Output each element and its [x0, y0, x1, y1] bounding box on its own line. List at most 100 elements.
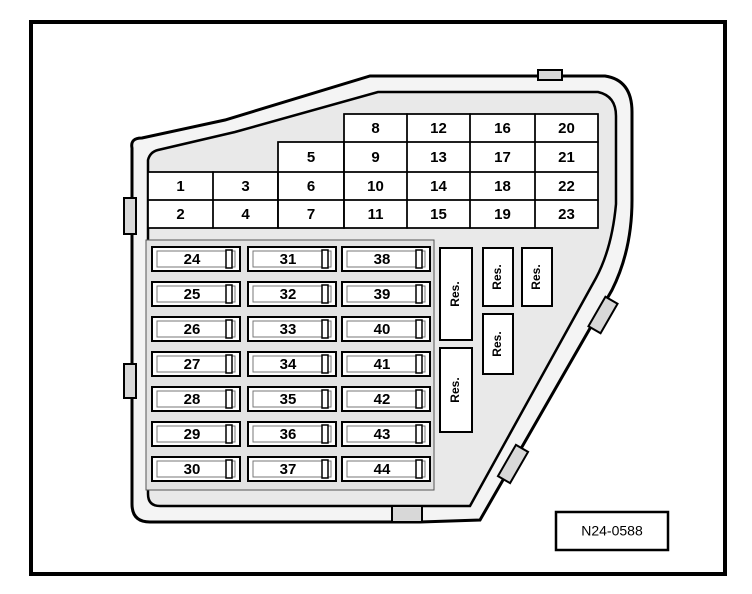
- small-fuse-number: 2: [176, 206, 184, 223]
- large-fuse-slot: 38: [341, 246, 431, 272]
- large-fuse-inner-outline: [156, 285, 236, 303]
- large-fuse-terminal: [321, 319, 329, 339]
- large-fuse-terminal: [225, 389, 233, 409]
- large-fuse-number: 32: [280, 286, 297, 303]
- small-fuse-number: 14: [430, 178, 447, 195]
- large-fuse-terminal: [415, 284, 423, 304]
- small-fuse-number: 18: [494, 178, 511, 195]
- large-fuse-inner-outline: [252, 320, 332, 338]
- small-fuse-number: 7: [307, 206, 315, 223]
- large-fuse-slot: 33: [247, 316, 337, 342]
- reserve-slot: Res.: [439, 247, 473, 341]
- reserve-label: Res.: [490, 264, 504, 289]
- large-fuse-inner-outline: [252, 460, 332, 478]
- large-fuse-inner-outline: [346, 355, 426, 373]
- reserve-slot: Res.: [521, 247, 553, 307]
- reserve-label: Res.: [448, 281, 462, 306]
- large-fuse-slot: 43: [341, 421, 431, 447]
- large-fuse-terminal: [225, 424, 233, 444]
- large-fuse-terminal: [321, 284, 329, 304]
- large-fuse-inner-outline: [252, 390, 332, 408]
- small-fuse-number: 3: [241, 178, 249, 195]
- large-fuse-inner-outline: [346, 320, 426, 338]
- large-fuse-number: 30: [184, 461, 201, 478]
- large-fuse-slot: 24: [151, 246, 241, 272]
- reference-code-box: [554, 510, 670, 552]
- small-fuse-number: 16: [494, 120, 511, 137]
- large-fuse-terminal: [321, 249, 329, 269]
- small-fuse-number: 22: [558, 178, 575, 195]
- reserve-slot: Res.: [439, 347, 473, 433]
- small-fuse-number: 5: [307, 149, 315, 166]
- large-fuse-number: 31: [280, 251, 297, 268]
- large-fuse-slot: 29: [151, 421, 241, 447]
- large-fuse-slot: 44: [341, 456, 431, 482]
- large-fuse-number: 26: [184, 321, 201, 338]
- large-fuse-slot: 36: [247, 421, 337, 447]
- large-fuse-number: 41: [374, 356, 391, 373]
- large-fuse-terminal: [321, 459, 329, 479]
- large-fuse-number: 39: [374, 286, 391, 303]
- large-fuse-inner-outline: [346, 460, 426, 478]
- large-fuse-terminal: [415, 389, 423, 409]
- large-fuse-inner-outline: [156, 250, 236, 268]
- large-fuse-terminal: [321, 389, 329, 409]
- large-fuse-inner-outline: [156, 355, 236, 373]
- small-fuse-number: 11: [368, 206, 384, 223]
- large-fuse-number: 29: [184, 426, 201, 443]
- large-fuse-terminal: [415, 319, 423, 339]
- figure-frame: [29, 20, 727, 576]
- mounting-tab-lower-right: [496, 443, 530, 485]
- large-fuse-inner-outline: [346, 285, 426, 303]
- small-fuse-number: 13: [430, 149, 447, 166]
- large-fuse-inner-outline: [252, 285, 332, 303]
- small-fuse-number: 10: [367, 178, 384, 195]
- large-fuse-slot: 39: [341, 281, 431, 307]
- large-fuse-inner-outline: [346, 425, 426, 443]
- large-fuse-number: 37: [280, 461, 297, 478]
- large-fuse-number: 43: [374, 426, 391, 443]
- large-fuse-number: 42: [374, 391, 391, 408]
- large-fuse-slot: 40: [341, 316, 431, 342]
- small-fuse-number: 17: [494, 149, 511, 166]
- large-fuse-terminal: [415, 249, 423, 269]
- small-fuse-number: 4: [241, 206, 250, 223]
- large-fuse-terminal: [321, 424, 329, 444]
- mounting-tab-top: [537, 69, 563, 81]
- large-fuse-inner-outline: [156, 320, 236, 338]
- large-fuse-number: 34: [280, 356, 297, 373]
- large-fuse-slot: 41: [341, 351, 431, 377]
- large-fuse-number: 36: [280, 426, 297, 443]
- small-fuse-number: 21: [558, 149, 575, 166]
- large-fuse-slot: 25: [151, 281, 241, 307]
- large-fuse-terminal: [321, 354, 329, 374]
- large-fuse-terminal: [415, 354, 423, 374]
- large-fuse-inner-outline: [252, 355, 332, 373]
- large-fuse-inner-outline: [346, 390, 426, 408]
- large-fuse-slot: 28: [151, 386, 241, 412]
- reserve-slot: Res.: [482, 247, 514, 307]
- small-fuse-number: 23: [558, 206, 575, 223]
- large-fuse-terminal: [225, 249, 233, 269]
- large-fuse-terminal: [225, 284, 233, 304]
- large-fuse-inner-outline: [156, 390, 236, 408]
- large-fuse-number: 35: [280, 391, 297, 408]
- large-fuse-grid: 2425262728293031323334353637383940414243…: [151, 246, 431, 482]
- large-fuse-number: 33: [280, 321, 297, 338]
- large-fuse-number: 24: [184, 251, 201, 268]
- large-fuse-slot: 30: [151, 456, 241, 482]
- mounting-tab-right: [587, 295, 619, 335]
- mounting-tab-left-upper: [123, 197, 137, 235]
- large-fuse-slot: 35: [247, 386, 337, 412]
- large-fuse-terminal: [225, 319, 233, 339]
- large-fuse-terminal: [225, 354, 233, 374]
- large-fuse-number: 25: [184, 286, 201, 303]
- small-fuse-number: 9: [371, 149, 379, 166]
- large-fuse-slot: 26: [151, 316, 241, 342]
- large-fuse-slot: 37: [247, 456, 337, 482]
- large-fuse-number: 44: [374, 461, 391, 478]
- small-fuse-number: 1: [176, 178, 184, 195]
- large-fuse-terminal: [415, 424, 423, 444]
